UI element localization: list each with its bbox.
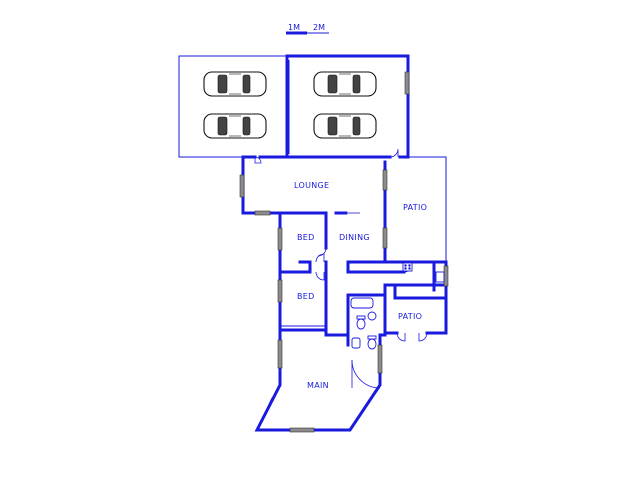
garage-outline: [178, 54, 447, 262]
stove-icon: [402, 262, 445, 283]
bath-icon: [350, 297, 374, 309]
house-walls: [241, 155, 448, 432]
room-label-patio-east: PATIO: [403, 203, 427, 212]
room-label-patio-south: PATIO: [398, 312, 422, 321]
basin-icon: [351, 311, 377, 349]
room-label-main: MAIN: [307, 381, 329, 390]
scale-label-2m: 2M: [313, 23, 325, 32]
toilet-icon: [356, 315, 377, 350]
door-swing-icon: [254, 148, 428, 389]
scale-label-1m: 1M: [288, 23, 300, 32]
room-label-dining: DINING: [339, 233, 370, 242]
car-icon: [203, 113, 267, 139]
car-icon: [203, 71, 267, 97]
room-label-bed-1: BED: [297, 233, 315, 242]
car-icon: [313, 71, 377, 97]
window-icon: [239, 71, 449, 433]
car-icon: [313, 113, 377, 139]
room-label-lounge: LOUNGE: [294, 181, 329, 190]
scale-bar: 1M 2M: [286, 23, 329, 35]
room-label-bed-2: BED: [297, 292, 315, 301]
